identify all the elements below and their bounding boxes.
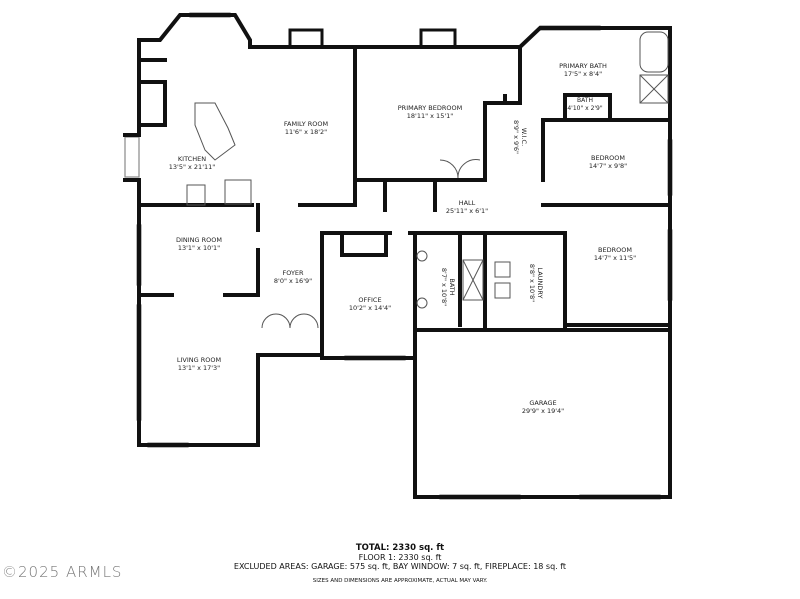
room-name: LIVING ROOM xyxy=(176,356,222,364)
room-name: PRIMARY BEDROOM xyxy=(397,104,463,112)
watermark: ©2025 ARMLS xyxy=(2,563,123,581)
room-size: 14'7" x 9'8" xyxy=(588,162,628,170)
room-wic: W.I.C.8'9" x 9'6" xyxy=(512,120,528,154)
windows xyxy=(124,12,673,500)
room-name: PRIMARY BATH xyxy=(559,62,607,70)
room-size: 8'7" x 10'8" xyxy=(440,267,448,307)
room-size: 25'11" x 6'1" xyxy=(445,207,489,215)
room-name: GARAGE xyxy=(529,399,557,407)
room-size: 4'10" x 2'9" xyxy=(567,105,603,112)
floor1-area: FLOOR 1: 2330 sq. ft xyxy=(358,553,442,562)
room-size: 14'7" x 11'5" xyxy=(593,254,637,262)
room-name: FOYER xyxy=(282,269,304,277)
room-name: BATH xyxy=(577,97,593,104)
room-size: 11'6" x 18'2" xyxy=(284,128,328,136)
room-size: 8'0" x 16'9" xyxy=(273,277,313,285)
room-name: OFFICE xyxy=(358,296,382,304)
room-name: DINING ROOM xyxy=(175,236,223,244)
room-size: 29'9" x 19'4" xyxy=(521,407,565,415)
room-name: W.I.C. xyxy=(520,127,528,147)
walls xyxy=(123,13,672,499)
fixtures xyxy=(186,31,669,329)
room-size: 13'5" x 21'11" xyxy=(168,163,216,171)
room-size: 10'2" x 14'4" xyxy=(348,304,392,312)
room-name: FAMILY ROOM xyxy=(283,120,329,128)
room-size: 18'11" x 15'1" xyxy=(406,112,454,120)
room-size: 8'8" x 10'8" xyxy=(528,263,536,303)
room-name: BEDROOM xyxy=(591,154,625,162)
room-name: HALL xyxy=(458,199,476,207)
room-size: 13'1" x 17'3" xyxy=(177,364,221,372)
room-size: 13'1" x 10'1" xyxy=(177,244,221,252)
room-name: BATH xyxy=(448,278,456,296)
room-name: BEDROOM xyxy=(598,246,632,254)
room-size: 17'5" x 8'4" xyxy=(563,70,603,78)
excluded-areas: EXCLUDED AREAS: GARAGE: 575 sq. ft, BAY … xyxy=(233,562,567,571)
room-size: 8'9" x 9'6" xyxy=(512,119,520,155)
total-area: TOTAL: 2330 sq. ft xyxy=(355,543,445,553)
room-name: KITCHEN xyxy=(177,155,207,163)
room-name: LAUNDRY xyxy=(536,267,544,299)
disclaimer: SIZES AND DIMENSIONS ARE APPROXIMATE, AC… xyxy=(312,578,488,584)
fireplaces xyxy=(288,28,457,49)
